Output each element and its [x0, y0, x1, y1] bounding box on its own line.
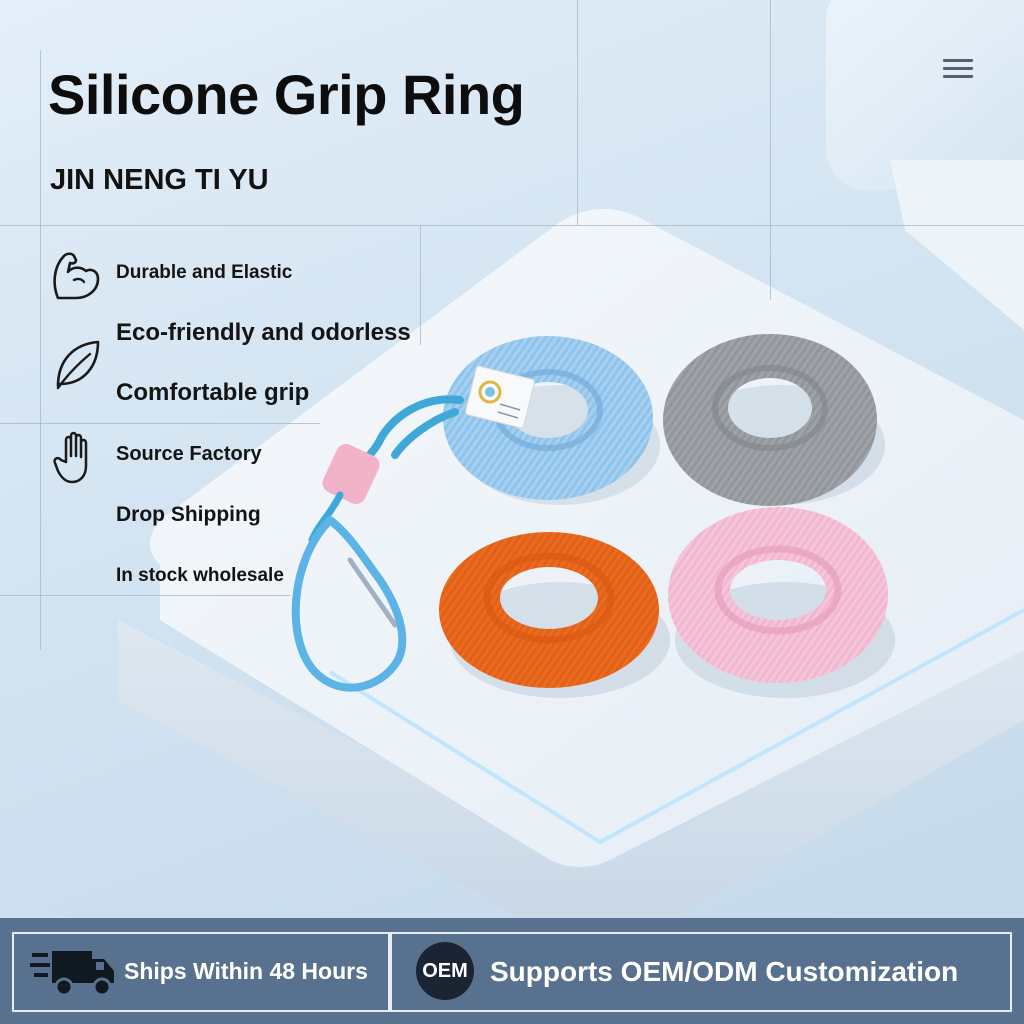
shipping-badge	[12, 932, 390, 1012]
feature-source-factory: Source Factory	[116, 443, 262, 465]
grid-line	[0, 595, 290, 596]
oem-text: Supports OEM/ODM Customization	[490, 956, 959, 987]
hang-tag	[464, 365, 536, 429]
platform-glow-edge	[328, 608, 1024, 845]
feature-in-stock: In stock wholesale	[116, 565, 284, 586]
feature-comfortable: Comfortable grip	[116, 379, 310, 406]
window-panel	[826, 0, 1024, 190]
lanyard-carabiner	[291, 395, 464, 692]
oem-icon: OEM	[416, 942, 474, 1000]
shipping-text: Ships Within 48 Hours	[124, 958, 368, 984]
grid-line	[40, 50, 41, 650]
brand-name: JIN NENG TI YU	[50, 164, 269, 196]
bottom-info-bar	[0, 918, 1024, 1024]
hamburger-menu-icon[interactable]	[938, 50, 978, 86]
grip-ring-pink	[668, 507, 888, 683]
feature-drop-shipping: Drop Shipping	[116, 503, 261, 526]
grip-ring-orange	[439, 532, 659, 688]
page-title: Silicone Grip Ring	[48, 63, 525, 126]
grid-line	[0, 423, 320, 424]
grid-line	[0, 225, 1024, 226]
grip-ring-gray	[663, 334, 877, 506]
grid-line	[420, 225, 421, 345]
grid-line	[770, 0, 771, 300]
delivery-truck-icon	[30, 951, 114, 997]
leaf-icon	[56, 340, 100, 390]
oem-badge-box	[390, 932, 1012, 1012]
flexed-arm-icon	[53, 252, 100, 300]
hand-icon	[53, 431, 88, 484]
feature-durable: Durable and Elastic	[116, 262, 293, 283]
wall-shelf	[890, 160, 1024, 330]
display-platform-side	[118, 620, 1024, 960]
grid-line	[577, 0, 578, 225]
feature-eco-friendly: Eco-friendly and odorless	[116, 319, 411, 346]
